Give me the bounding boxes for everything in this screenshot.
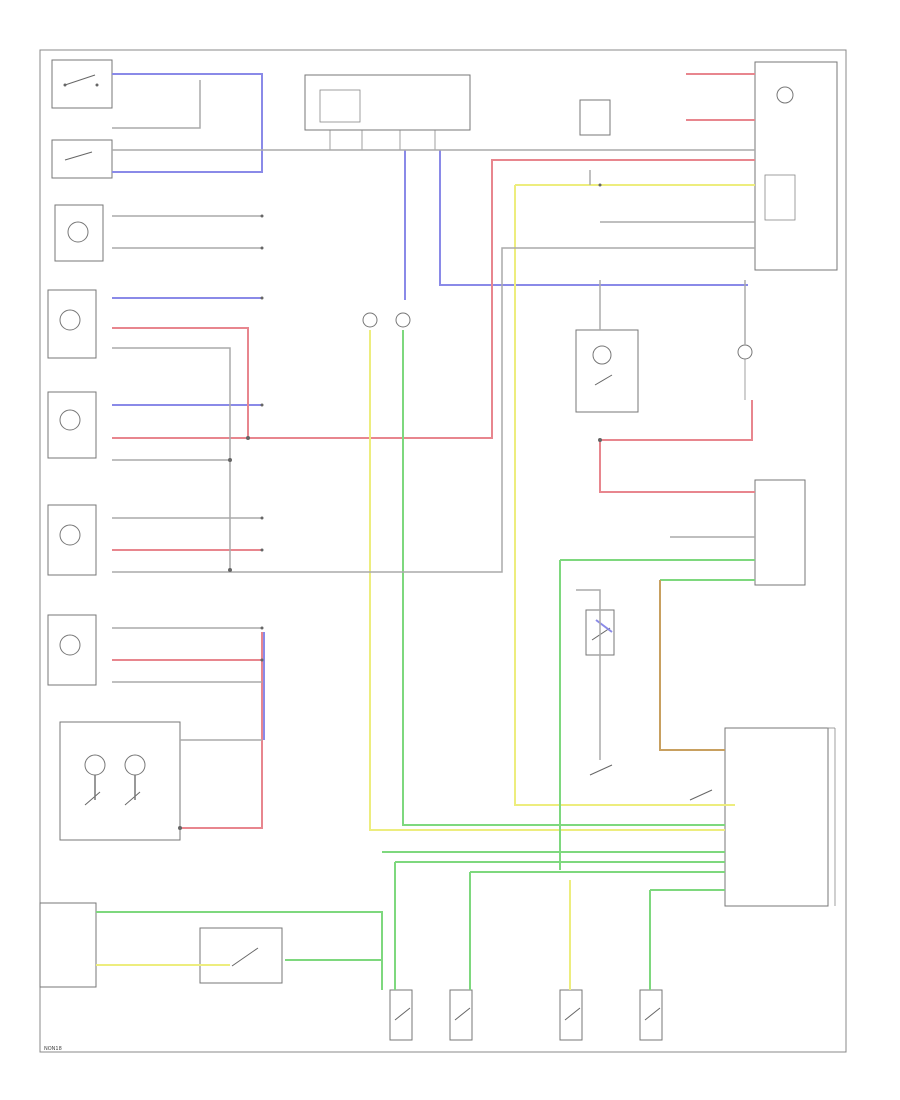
center-lamp-pair <box>362 312 411 328</box>
bottom-door-switch-1 <box>389 989 413 1041</box>
door-switch-top-left <box>51 59 113 109</box>
footer-code: NON18 <box>44 1046 62 1052</box>
center-switch-stack <box>585 609 713 801</box>
lamp-unit-1 <box>47 289 97 359</box>
center-right-lamp-box <box>575 329 639 413</box>
fuse-relay-box <box>304 74 471 150</box>
wires-blue <box>112 73 748 740</box>
luggage-light-left <box>54 204 104 262</box>
bottom-door-switch-2 <box>449 989 473 1041</box>
wires-red <box>112 73 755 829</box>
wires-green <box>96 330 755 990</box>
junction-dots <box>178 183 602 830</box>
right-middle-module <box>754 479 806 586</box>
wires-gray <box>112 80 755 760</box>
front-map-lights <box>59 721 181 841</box>
upper-relay-module <box>579 99 611 136</box>
wires-yellow <box>96 184 755 990</box>
lamp-unit-4 <box>47 614 97 686</box>
right-bottom-control-unit <box>724 727 836 907</box>
lamp-unit-3 <box>47 504 97 576</box>
diagram-border <box>39 49 847 1053</box>
lamp-unit-2 <box>47 391 97 459</box>
wires-orange <box>659 580 725 751</box>
right-lamp-single <box>737 344 753 400</box>
door-switch-second <box>51 139 113 179</box>
bottom-door-switch-3 <box>559 989 583 1041</box>
passenger-door-unit <box>39 902 283 988</box>
right-top-switch-unit <box>754 61 838 271</box>
bottom-door-switch-4 <box>639 989 663 1041</box>
